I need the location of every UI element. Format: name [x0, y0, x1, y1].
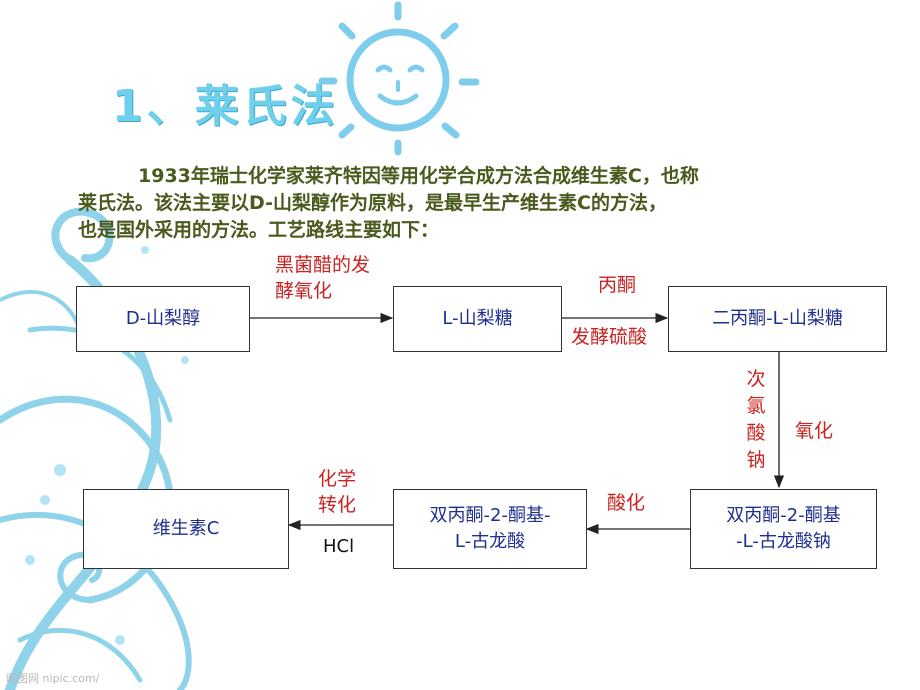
edge-label-chemical-conversion: 化学 转化 [318, 466, 356, 518]
node-d-sorbitol-label: D-山梨醇 [125, 308, 201, 329]
slide-title: 1、莱氏法 [112, 81, 339, 132]
node-diacetone-sorbose-label: 二丙酮-L-山梨糖 [712, 308, 843, 329]
intro-line-3: 也是国外采用的方法。工艺路线主要如下： [78, 219, 440, 241]
node-gulonic-acid-line1: 双丙酮-2-酮基- [429, 505, 551, 526]
node-vitamin-c: 维生素C [83, 489, 289, 569]
node-gulonic-acid-line2: L-古龙酸 [454, 531, 526, 552]
intro-paragraph: 1933年瑞士化学家莱齐特因等用化学合成方法合成维生素C，也称 莱氏法。该法主要… [78, 163, 838, 244]
intro-line-1: 1933年瑞士化学家莱齐特因等用化学合成方法合成维生素C，也称 [138, 165, 699, 187]
node-l-sorbose: L-山梨糖 [393, 286, 562, 352]
edge-label-chemical-line2: 转化 [318, 494, 357, 516]
node-sodium-gulonate-line1: 双丙酮-2-酮基 [726, 505, 841, 526]
edge-label-fermentation-line1: 黑菌醋的发 [275, 254, 371, 276]
node-d-sorbitol: D-山梨醇 [76, 286, 250, 352]
edge-label-hcl: HCl [323, 536, 355, 557]
node-l-sorbose-label: L-山梨糖 [442, 308, 513, 329]
watermark: 昵图网 nipic.com/ [6, 672, 100, 685]
node-sodium-gulonate: 双丙酮-2-酮基 -L-古龙酸钠 [690, 489, 877, 569]
node-vitamin-c-label: 维生素C [152, 518, 220, 539]
edge-label-hypochlorite-char4: 钠 [746, 449, 766, 471]
swirl-ornament [0, 207, 192, 690]
edge-label-fermentation: 黑菌醋的发 酵氧化 [275, 252, 370, 304]
edge-label-acetone: 丙酮 [598, 274, 637, 296]
edge-label-hypochlorite: 次 氯 酸 钠 [744, 366, 768, 474]
edge-label-chemical-line1: 化学 [318, 468, 357, 490]
node-gulonic-acid: 双丙酮-2-酮基- L-古龙酸 [393, 489, 587, 569]
edge-label-sulfuric: 发酵硫酸 [571, 326, 648, 348]
edge-label-hypochlorite-char1: 次 [746, 368, 766, 390]
edge-label-hypochlorite-char2: 氯 [746, 395, 766, 417]
node-diacetone-sorbose: 二丙酮-L-山梨糖 [668, 286, 887, 352]
intro-line-2: 莱氏法。该法主要以D-山梨醇作为原料，是最早生产维生素C的方法， [78, 192, 667, 214]
edge-label-oxidation: 氧化 [795, 420, 834, 442]
sun-icon [318, 1, 480, 156]
edge-label-fermentation-line2: 酵氧化 [275, 280, 333, 302]
edge-label-acidification: 酸化 [607, 492, 646, 514]
node-sodium-gulonate-line2: -L-古龙酸钠 [736, 531, 831, 552]
edge-label-hypochlorite-char3: 酸 [746, 422, 766, 444]
